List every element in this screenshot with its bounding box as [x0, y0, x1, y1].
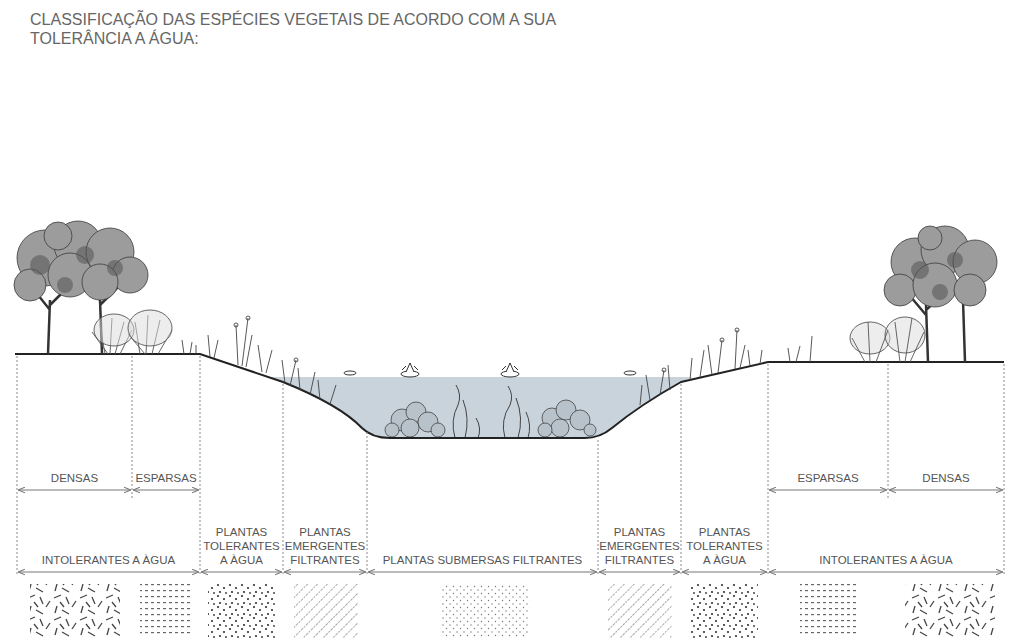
zone-label: PLANTAS EMERGENTES FILTRANTES	[598, 525, 682, 567]
zone-label: INTOLERANTES A ÀGUA	[768, 553, 1004, 567]
shrubs	[92, 310, 172, 354]
ground-profile	[15, 354, 1004, 438]
floating-plants	[344, 363, 636, 377]
tree	[14, 221, 148, 354]
title: CLASSIFICAÇÃO DAS ESPÉCIES VEGETAIS DE A…	[30, 10, 600, 48]
zone-label: PLANTAS SUBMERSAS FILTRANTES	[367, 553, 598, 567]
zone-label: ESPARSAS	[768, 471, 888, 485]
zone-label: PLANTAS TOLERANTES A ÀGUA	[200, 525, 284, 567]
zone-label: INTOLERANTES A ÀGUA	[17, 553, 200, 567]
grasses	[182, 316, 812, 405]
dimension-arrow	[18, 490, 1003, 572]
tree	[884, 226, 997, 362]
submerged-plants	[385, 400, 596, 437]
shrubs	[850, 317, 925, 362]
water	[268, 377, 693, 438]
zone-label: DENSAS	[888, 471, 1004, 485]
zone-label: ESPARSAS	[132, 471, 200, 485]
hatch-sample	[30, 584, 995, 638]
zone-label: PLANTAS EMERGENTES FILTRANTES	[283, 525, 367, 567]
zone-separator	[17, 356, 1004, 576]
zone-label: DENSAS	[17, 471, 132, 485]
submerged-stems	[453, 385, 530, 438]
zone-label: PLANTAS TOLERANTES A ÀGUA	[683, 525, 767, 567]
